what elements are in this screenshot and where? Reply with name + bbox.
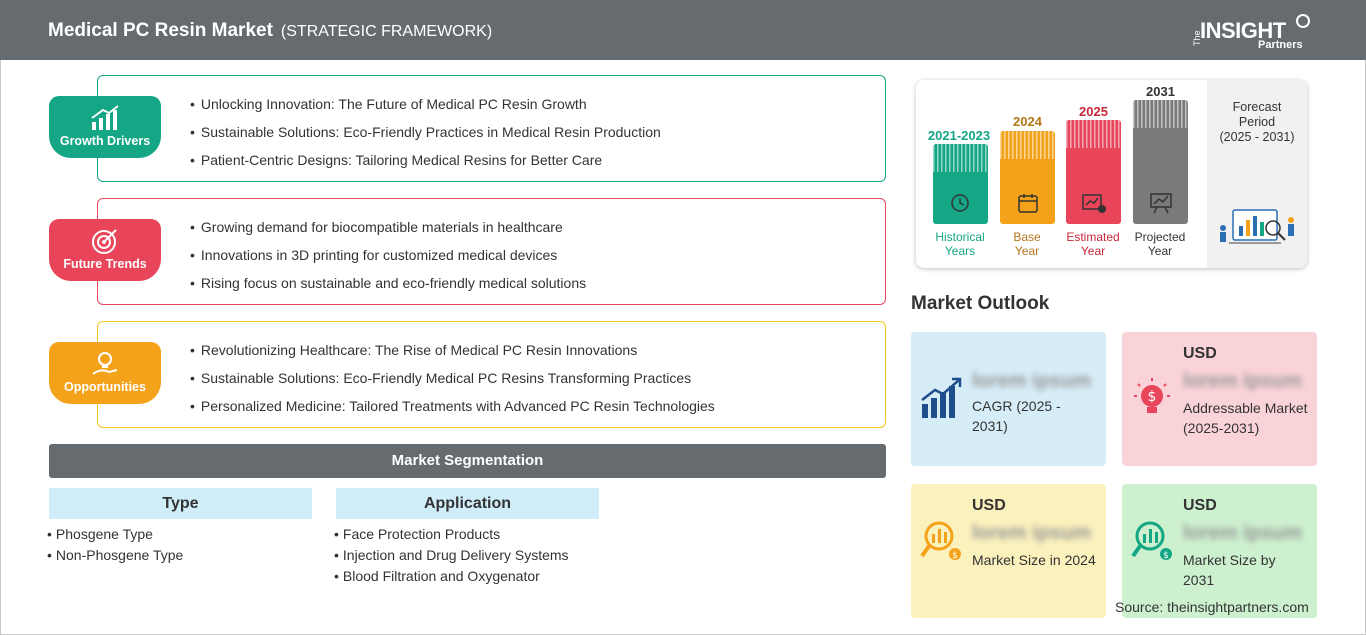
- opportunities-badge: Opportunities: [49, 342, 161, 404]
- calendar-icon: [1018, 194, 1038, 213]
- growth-chart-icon: [91, 105, 119, 130]
- insight-partners-logo[interactable]: The INSIGHT Partners: [1192, 10, 1312, 54]
- market-size-2031-description: Market Size by 2031: [1183, 552, 1276, 588]
- svg-text:$: $: [1163, 551, 1169, 561]
- svg-text:$: $: [1148, 389, 1157, 405]
- historical-bar: [933, 144, 988, 224]
- projected-year-bar: [1133, 100, 1188, 224]
- list-item: Rising focus on sustainable and eco-frie…: [190, 273, 586, 301]
- header-bar: Medical PC Resin Market(STRATEGIC FRAMEW…: [0, 0, 1366, 60]
- page-subtitle: (STRATEGIC FRAMEWORK): [280, 23, 493, 40]
- projection-board-icon: [1150, 193, 1172, 214]
- list-item: Sustainable Solutions: Eco-Friendly Prac…: [190, 122, 661, 150]
- market-outlook-title: Market Outlook: [911, 293, 1050, 314]
- list-item: Non-Phosgene Type: [47, 545, 183, 566]
- list-item: Innovations in 3D printing for customize…: [190, 245, 586, 273]
- svg-text:$: $: [952, 551, 958, 561]
- future-trends-box: Growing demand for biocompatible materia…: [97, 198, 886, 305]
- list-item: Sustainable Solutions: Eco-Friendly Medi…: [190, 368, 715, 396]
- list-item: Personalized Medicine: Tailored Treatmen…: [190, 396, 715, 424]
- cagr-value: lorem ipsum: [972, 370, 1091, 392]
- estimated-year-bar: [1066, 120, 1121, 224]
- list-item: Growing demand for biocompatible materia…: [190, 217, 586, 245]
- source-credit: Source: theinsightpartners.com: [1115, 599, 1309, 615]
- target-icon: [92, 229, 117, 254]
- cagr-description: CAGR (2025 - 2031): [972, 398, 1061, 434]
- future-trends-badge: Future Trends: [49, 219, 161, 281]
- currency-label: USD: [1183, 497, 1217, 514]
- magnify-chart-icon: $: [1131, 521, 1172, 561]
- cagr-card: lorem ipsum CAGR (2025 - 2031): [911, 332, 1106, 466]
- history-clock-icon: [951, 194, 969, 212]
- opportunities-box: Revolutionizing Healthcare: The Rise of …: [97, 321, 886, 428]
- year-label: 2031: [1146, 84, 1175, 99]
- addressable-market-description: Addressable Market (2025-2031): [1183, 400, 1308, 436]
- market-size-2031-value: lorem ipsum: [1183, 522, 1302, 544]
- market-segmentation-header: Market Segmentation: [49, 444, 886, 478]
- market-size-2024-value: lorem ipsum: [972, 522, 1091, 544]
- addressable-market-card: USD lorem ipsum Addressable Market (2025…: [1122, 332, 1317, 466]
- list-item: Face Protection Products: [334, 524, 569, 545]
- list-item: Revolutionizing Healthcare: The Rise of …: [190, 340, 715, 368]
- page-title: Medical PC Resin Market(STRATEGIC FRAMEW…: [48, 20, 493, 41]
- list-item: Unlocking Innovation: The Future of Medi…: [190, 94, 661, 122]
- currency-label: USD: [972, 497, 1006, 514]
- list-item: Patient-Centric Designs: Tailoring Medic…: [190, 150, 661, 178]
- growth-drivers-badge: Growth Drivers: [49, 96, 161, 158]
- segment-application-header: Application: [336, 488, 599, 519]
- estimate-chart-icon: [1082, 194, 1106, 213]
- year-label: 2024: [1013, 114, 1042, 129]
- magnify-chart-icon: $: [920, 521, 961, 561]
- addressable-market-value: lorem ipsum: [1183, 370, 1302, 392]
- year-label: 2021-2023: [927, 128, 991, 143]
- list-item: Blood Filtration and Oxygenator: [334, 566, 569, 587]
- year-label: 2025: [1079, 104, 1108, 119]
- market-size-2024-card: USD lorem ipsum Market Size in 2024 $: [911, 484, 1106, 618]
- dollar-bulb-icon: $: [1134, 378, 1170, 413]
- base-year-bar: [1000, 131, 1055, 224]
- lightbulb-hand-icon: [92, 352, 118, 375]
- list-item: Phosgene Type: [47, 524, 183, 545]
- growth-drivers-box: Unlocking Innovation: The Future of Medi…: [97, 75, 886, 182]
- currency-label: USD: [1183, 345, 1217, 362]
- market-size-2024-description: Market Size in 2024: [972, 552, 1096, 568]
- bar-growth-icon: [921, 377, 962, 418]
- segment-type-list: Phosgene Type Non-Phosgene Type: [47, 524, 183, 566]
- segment-type-header: Type: [49, 488, 312, 519]
- analytics-people-icon: [1220, 209, 1294, 244]
- list-item: Injection and Drug Delivery Systems: [334, 545, 569, 566]
- segment-application-list: Face Protection Products Injection and D…: [334, 524, 569, 587]
- market-size-2031-card: USD lorem ipsum Market Size by 2031 $: [1122, 484, 1317, 618]
